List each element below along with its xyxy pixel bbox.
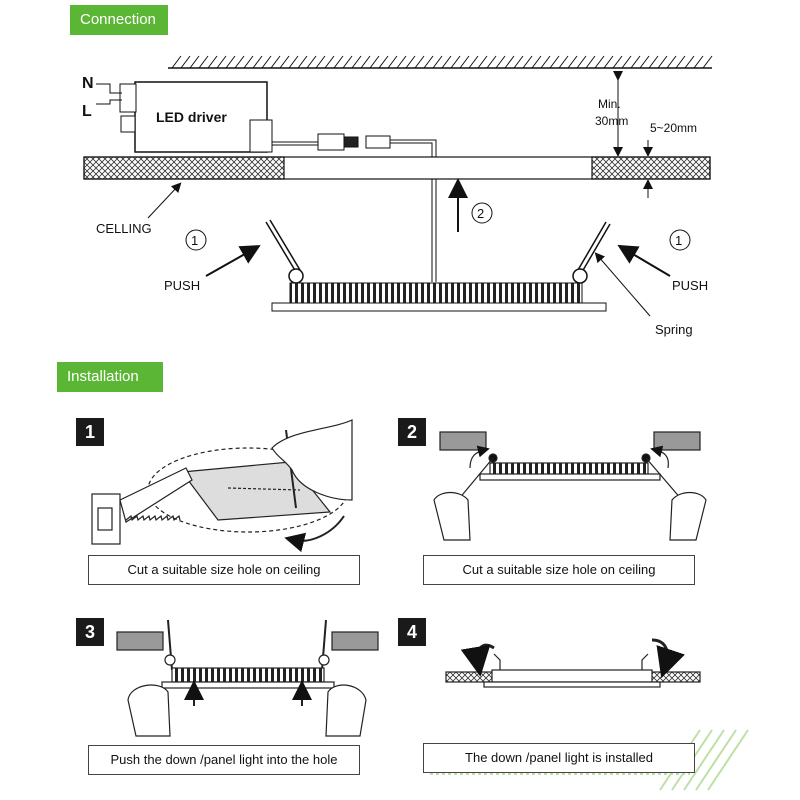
step-4-caption: The down /panel light is installed (423, 743, 695, 773)
led-driver-label: LED driver (156, 109, 227, 125)
thickness-label: 5~20mm (650, 121, 697, 135)
installation-section-tag: Installation (57, 362, 163, 392)
push-left-arrow (205, 245, 261, 277)
ceiling-pointer (147, 182, 182, 219)
ceiling-label: CELLING (96, 221, 152, 236)
push-left-label: PUSH (164, 278, 200, 293)
top-ceiling-line (168, 55, 713, 69)
connection-section-tag: Connection (70, 5, 168, 35)
step1-left-number: 1 (191, 233, 198, 248)
live-label: L (82, 103, 92, 120)
step-2-number: 2 (398, 418, 426, 446)
decorative-stripes (430, 729, 749, 791)
ceiling-board (83, 156, 711, 180)
step1-right-number: 1 (675, 233, 682, 248)
step-1-caption: Cut a suitable size hole on ceiling (88, 555, 360, 585)
step2-number: 2 (477, 206, 484, 221)
step2-illustration (433, 431, 707, 541)
push-right-arrow (617, 244, 671, 277)
step-1-number: 1 (76, 418, 104, 446)
right-spring (572, 221, 611, 284)
step1-right-circle (669, 229, 691, 251)
left-spring (265, 219, 304, 284)
neutral-label: N (82, 75, 94, 92)
step-4-number: 4 (398, 618, 426, 646)
min-label: Min. (598, 97, 621, 111)
step1-illustration (91, 419, 353, 553)
step4-illustration (445, 638, 701, 688)
min-value: 30mm (595, 114, 628, 128)
led-driver: LED driver (119, 81, 273, 153)
step-2-caption: Cut a suitable size hole on ceiling (423, 555, 695, 585)
spring-label: Spring (655, 322, 693, 337)
step2-circle (471, 202, 493, 224)
panel-light (271, 282, 607, 312)
spring-pointer (594, 252, 651, 317)
input-wires (96, 83, 122, 105)
output-wire (272, 133, 437, 282)
step3-illustration (116, 619, 379, 737)
step-3-number: 3 (76, 618, 104, 646)
step1-left-circle (185, 229, 207, 251)
step-3-caption: Push the down /panel light into the hole (88, 745, 360, 775)
push-right-label: PUSH (672, 278, 708, 293)
dimension-lines (613, 71, 700, 198)
